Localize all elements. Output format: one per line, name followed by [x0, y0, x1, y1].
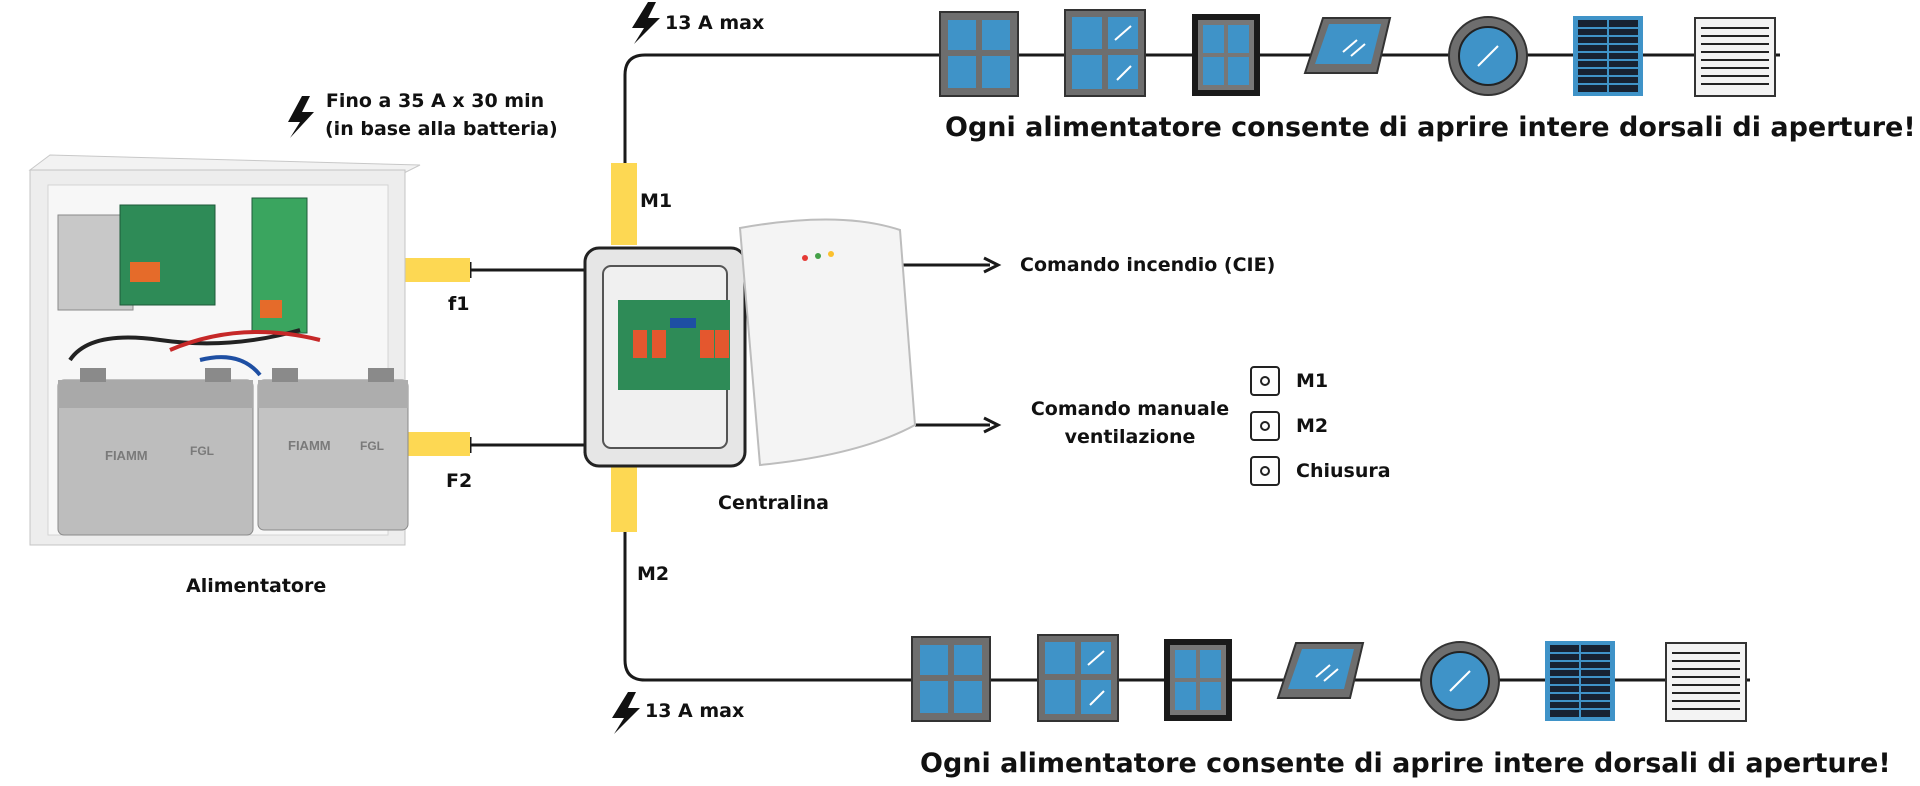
m1-output-label: M1 — [640, 190, 673, 212]
skylight-icon — [1303, 17, 1392, 74]
f2-connector — [408, 432, 470, 456]
bottom-backbone-title: Ogni alimentatore consente di aprire int… — [920, 748, 1891, 779]
bottom-bus-line — [623, 530, 1750, 682]
manual-command-label-line2: ventilazione — [1064, 426, 1196, 448]
m1-connector — [611, 163, 637, 245]
fuse-f1-label: f1 — [448, 293, 470, 315]
openings-row-bottom — [911, 634, 1747, 722]
control-unit-label: Centralina — [718, 492, 830, 514]
relay-orange-left — [130, 262, 160, 282]
power-supply-label: Alimentatore — [186, 575, 327, 597]
louver-light-icon — [1665, 642, 1747, 722]
control-terminal — [670, 318, 696, 328]
power-supply-illustration: FIAMM FGL FIAMM FGL — [28, 154, 421, 546]
battery-sub-left: FGL — [190, 444, 214, 458]
louver-dark-icon — [1573, 16, 1643, 96]
louver-dark-icon — [1545, 641, 1615, 721]
window-black-frame-icon — [1164, 639, 1232, 721]
control-relay — [652, 330, 666, 358]
window-4pane-icon — [939, 11, 1019, 97]
cable-red — [169, 330, 321, 352]
manual-button-m1[interactable]: M1 — [1250, 366, 1328, 396]
top-line-max-label: 13 A max — [665, 12, 765, 34]
window-4pane-tilt-icon — [1064, 9, 1146, 97]
supply-rating-line2: (in base alla batteria) — [325, 118, 558, 140]
manual-command-label-line1: Comando manuale — [1030, 398, 1230, 420]
relay-orange-right — [260, 300, 282, 318]
round-window-icon — [1448, 16, 1528, 96]
supply-rating-line1: Fino a 35 A x 30 min — [325, 90, 545, 112]
lightning-icon-supply — [288, 96, 314, 138]
lightning-icon-top — [632, 2, 660, 44]
led-green — [815, 253, 821, 259]
led-yellow — [828, 251, 834, 257]
fire-arrow-icon — [983, 256, 1002, 274]
top-bus-line — [623, 53, 1780, 165]
top-backbone-title: Ogni alimentatore consente di aprire int… — [945, 112, 1916, 143]
control-unit-illustration — [583, 218, 917, 468]
cable-blue — [199, 355, 262, 377]
window-4pane-tilt-icon — [1037, 634, 1119, 722]
battery-sub-right: FGL — [360, 439, 384, 453]
control-box-lid — [738, 218, 917, 467]
control-relay — [700, 330, 714, 358]
manual-arrow-icon — [983, 416, 1002, 434]
window-4pane-icon — [911, 636, 991, 722]
m2-output-label: M2 — [637, 563, 670, 585]
manual-button-m2[interactable]: M2 — [1250, 411, 1328, 441]
push-button-icon — [1250, 411, 1280, 441]
control-relay — [715, 330, 729, 358]
lightning-icon-bottom — [612, 692, 640, 734]
battery-brand-left: FIAMM — [105, 448, 148, 463]
louver-light-icon — [1694, 17, 1776, 97]
window-black-frame-icon — [1192, 14, 1260, 96]
push-button-icon — [1250, 456, 1280, 486]
skylight-icon — [1276, 642, 1365, 699]
push-button-icon — [1250, 366, 1280, 396]
manual-button-label: Chiusura — [1296, 460, 1391, 482]
manual-button-label: M2 — [1296, 415, 1329, 437]
fire-command-label: Comando incendio (CIE) — [1020, 254, 1276, 276]
led-red — [802, 255, 808, 261]
battery-brand-right: FIAMM — [288, 438, 331, 453]
battery-right — [257, 368, 409, 531]
manual-button-label: M1 — [1296, 370, 1329, 392]
bottom-line-max-label: 13 A max — [645, 700, 745, 722]
battery-left — [57, 368, 254, 536]
control-relay — [633, 330, 647, 358]
circuit-board-left — [119, 204, 216, 306]
round-window-icon — [1420, 641, 1500, 721]
manual-button-close[interactable]: Chiusura — [1250, 456, 1391, 486]
fuse-f2-label: F2 — [446, 470, 473, 492]
openings-row-top — [939, 9, 1776, 97]
cable-black — [68, 328, 301, 362]
